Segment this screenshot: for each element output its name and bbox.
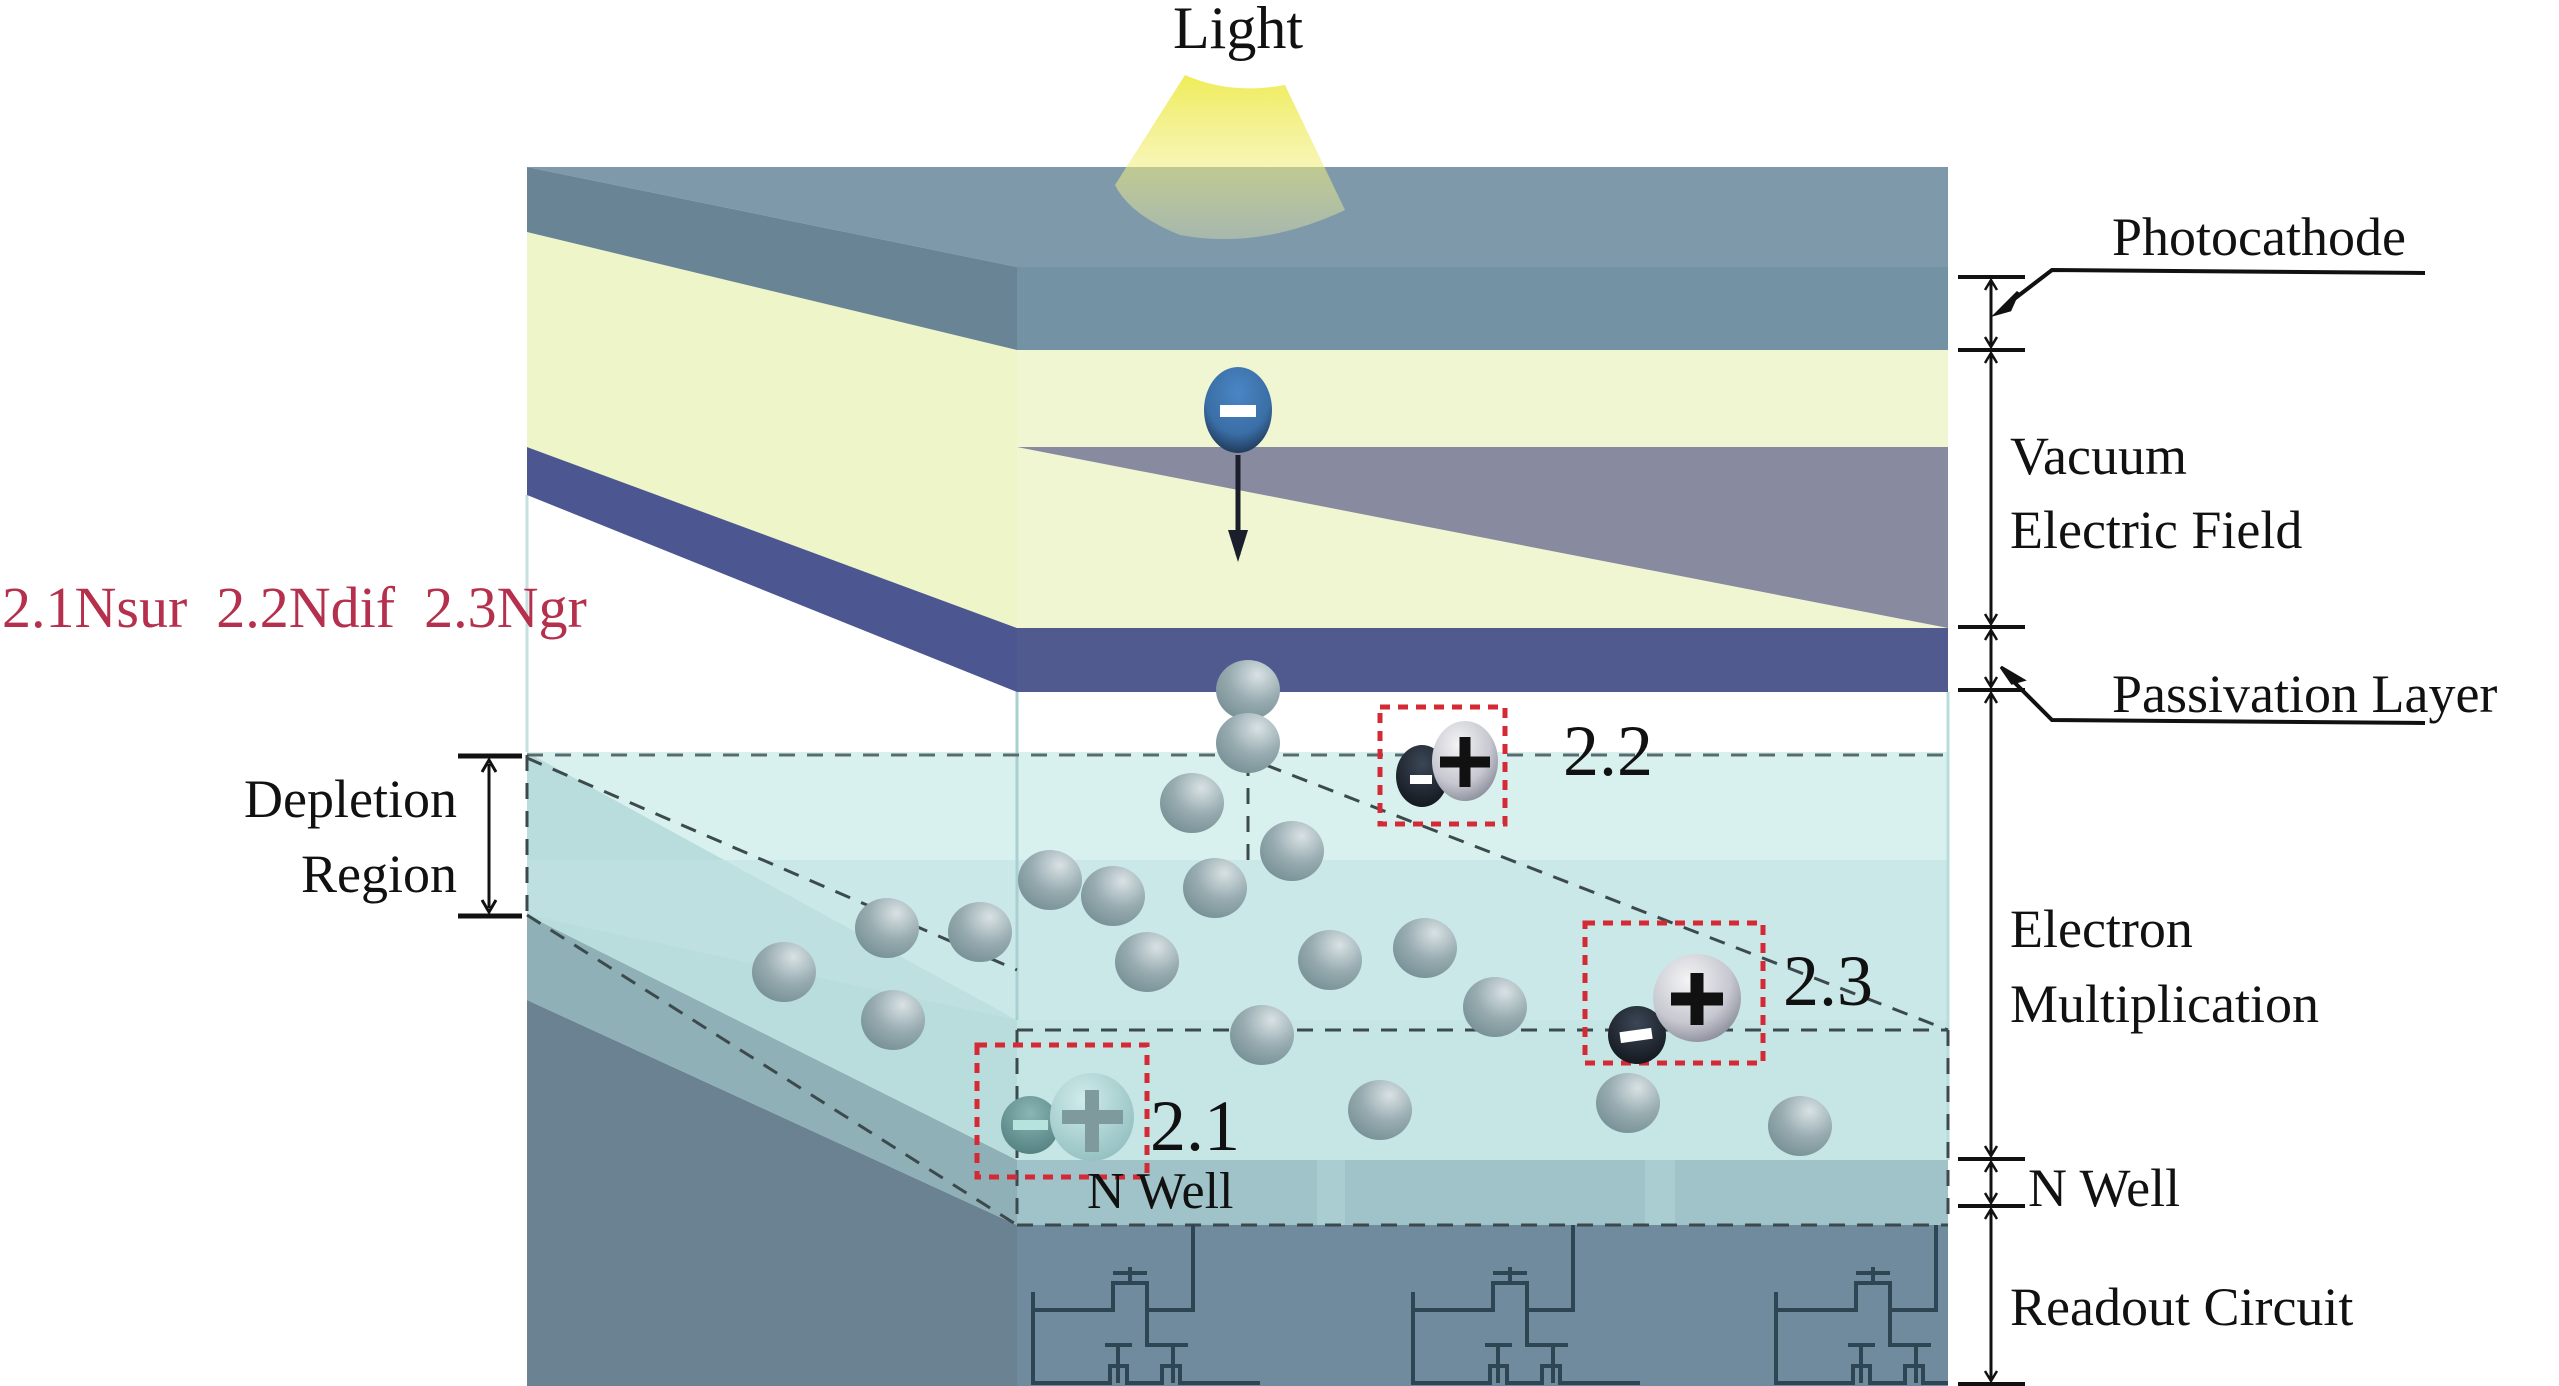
carrier-ball [1393,918,1457,978]
carrier-ball [1081,866,1145,926]
minus-icon [1410,775,1432,784]
carrier-ball [1230,1005,1294,1065]
pixel-circuit-1 [1031,1225,1260,1385]
nwell-cell-1 [1017,1160,1317,1225]
passivation-front [1017,628,1948,692]
carrier-ball [1115,932,1179,992]
carrier-ball [861,990,925,1050]
carrier-ball [1018,850,1082,910]
carrier-ball [1348,1080,1412,1140]
pixel-circuit-2 [1411,1225,1640,1385]
carrier-ball [1260,821,1324,881]
label-vacuum-line-2: Electric Field [2010,500,2302,560]
photocathode-leader-arrowhead [1990,290,2020,318]
carrier-ball [855,898,919,958]
label-photocathode: Photocathode [2112,207,2406,267]
light-label: Light [1173,0,1303,61]
carrier-ball [948,902,1012,962]
vacuum-top-shade [1017,447,1948,628]
carrier-ball [1298,930,1362,990]
light-beam [1115,75,1345,240]
label-multiplication-line-2: Multiplication [2010,974,2319,1034]
depletion-label-line-1: Depletion [244,769,457,829]
callout-label: 2.2 [1563,711,1653,791]
photocathode-side-face [527,167,1017,350]
passivation-leader [2006,674,2426,725]
readout-circuits [1031,1225,1948,1385]
callout-box [1377,704,1508,827]
callout-2-3: 2.3 [1582,920,1873,1066]
electron-arrowhead [1228,530,1248,562]
photocathode-leader [2003,267,2426,308]
nwell-inline-label: N Well [1087,1163,1234,1220]
carrier-ball [752,942,816,1002]
carrier-ball [1160,773,1224,833]
readout-side-face-lower [527,1000,1017,1386]
label-vacuum-line-1: Vacuum [2010,426,2187,486]
callout-box [1582,920,1766,1066]
minus-icon [1619,1027,1653,1044]
pixel-circuit-3 [1774,1225,1948,1385]
readout-front-face [1017,1225,1948,1386]
depletion-label-line-2: Region [301,844,457,904]
plus-icon [1062,1090,1123,1152]
carrier-ball [1768,1096,1832,1156]
label-readout: Readout Circuit [2010,1277,2353,1337]
depletion-dimension-marker [458,753,522,919]
minus-icon [1013,1120,1048,1130]
right-dimension-lines [1958,275,2025,1386]
carrier-ball [1216,713,1280,773]
carrier-ball [1596,1073,1660,1133]
label-multiplication-line-1: Electron [2010,899,2193,959]
callout-label: 2.1 [1150,1086,1240,1166]
carrier-ball [1463,977,1527,1037]
callout-label: 2.3 [1783,941,1873,1021]
label-nwell: N Well [2028,1158,2180,1218]
depletion-arrow-tips [480,757,498,915]
carrier-ball [1216,660,1280,720]
right-arrow-tips [1983,277,1999,1384]
vacuum-side-face [527,232,1017,628]
passivation-side-face [527,447,1017,692]
callout-box [974,1042,1150,1180]
nwell-cell-3 [1675,1160,1948,1225]
callout-2-2: 2.2 [1377,704,1653,827]
label-passivation: Passivation Layer [2112,664,2497,724]
callout-2-1: 2.1 [974,1042,1240,1180]
plus-icon [1671,973,1723,1025]
multiplied-carriers [752,660,1832,1156]
plus-icon [1440,737,1490,787]
carrier-ball [1183,858,1247,918]
photoelectron-minus-icon [1220,405,1256,417]
nwell-cell-2 [1345,1160,1645,1225]
photocathode-front [1017,267,1948,350]
mechanism-legend: 2.1Nsur 2.2Ndif 2.3Ngr [2,575,587,640]
passivation-leader-arrowhead [1999,665,2027,685]
